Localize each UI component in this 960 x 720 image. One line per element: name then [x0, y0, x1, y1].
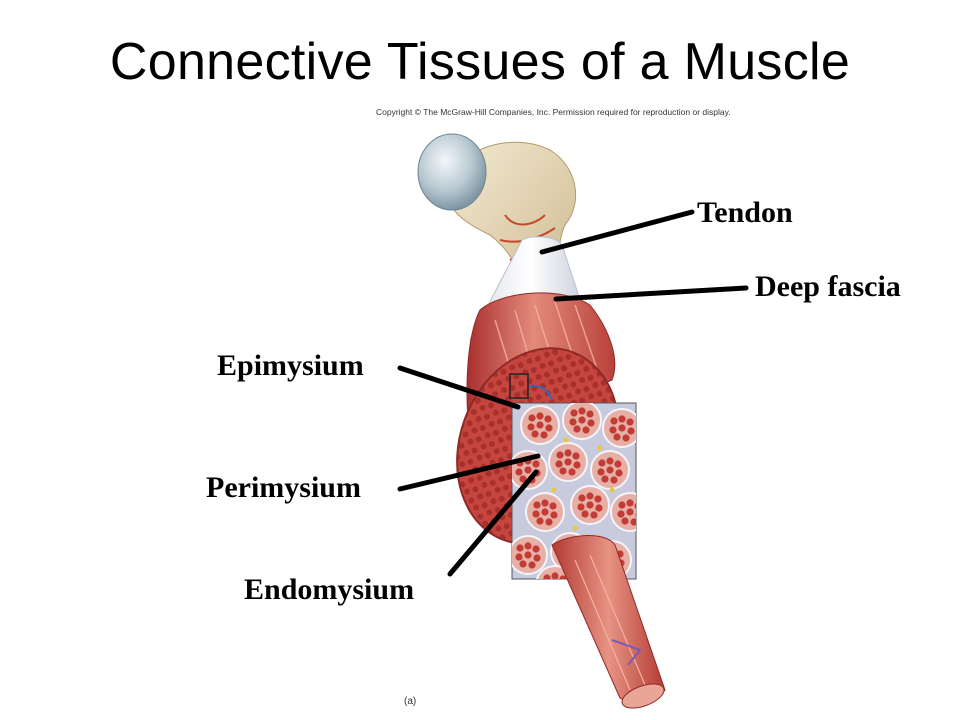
slide-title: Connective Tissues of a Muscle	[109, 33, 851, 91]
perimysium-leader-line	[397, 453, 541, 492]
fascicle-bundle	[520, 405, 560, 445]
fascicle-bundle	[548, 442, 588, 482]
fascicle-extension	[551, 535, 666, 709]
fiber-end	[621, 683, 665, 709]
panel-label: (a)	[404, 696, 417, 707]
fascicle-bundle	[562, 403, 602, 440]
nucleus-dot	[551, 487, 557, 493]
fascicle-bundle	[525, 492, 565, 532]
nucleus-dot	[572, 525, 578, 531]
endomysium-leader-line	[447, 469, 539, 577]
zoom-arrow	[529, 384, 553, 401]
nucleus-dot	[597, 445, 603, 451]
epimysium-leader-line	[397, 365, 521, 410]
fascicle-bundle	[512, 535, 548, 575]
leader-lines	[397, 209, 749, 577]
tendon-label: Tendon	[697, 196, 793, 229]
deep-fascia-label: Deep fascia	[755, 270, 901, 303]
deep-fascia-leader-line	[553, 285, 749, 302]
endomysium-label: Endomysium	[244, 573, 415, 606]
epimysium-label: Epimysium	[217, 349, 364, 382]
fascicle-bundle	[602, 408, 636, 448]
copyright-notice: Copyright © The McGraw-Hill Companies, I…	[376, 107, 731, 117]
fascicle-bundle	[570, 485, 610, 525]
zoom-indicator-box	[509, 373, 529, 399]
perimysium-label: Perimysium	[206, 471, 361, 504]
articular-cartilage	[417, 133, 487, 211]
tendon-leader-line	[539, 209, 695, 255]
fascicle-bundle	[590, 450, 630, 490]
nucleus-dot	[609, 487, 615, 493]
nerve	[611, 639, 642, 666]
nucleus-dot	[563, 437, 569, 443]
fascicle-bundle	[610, 492, 636, 532]
